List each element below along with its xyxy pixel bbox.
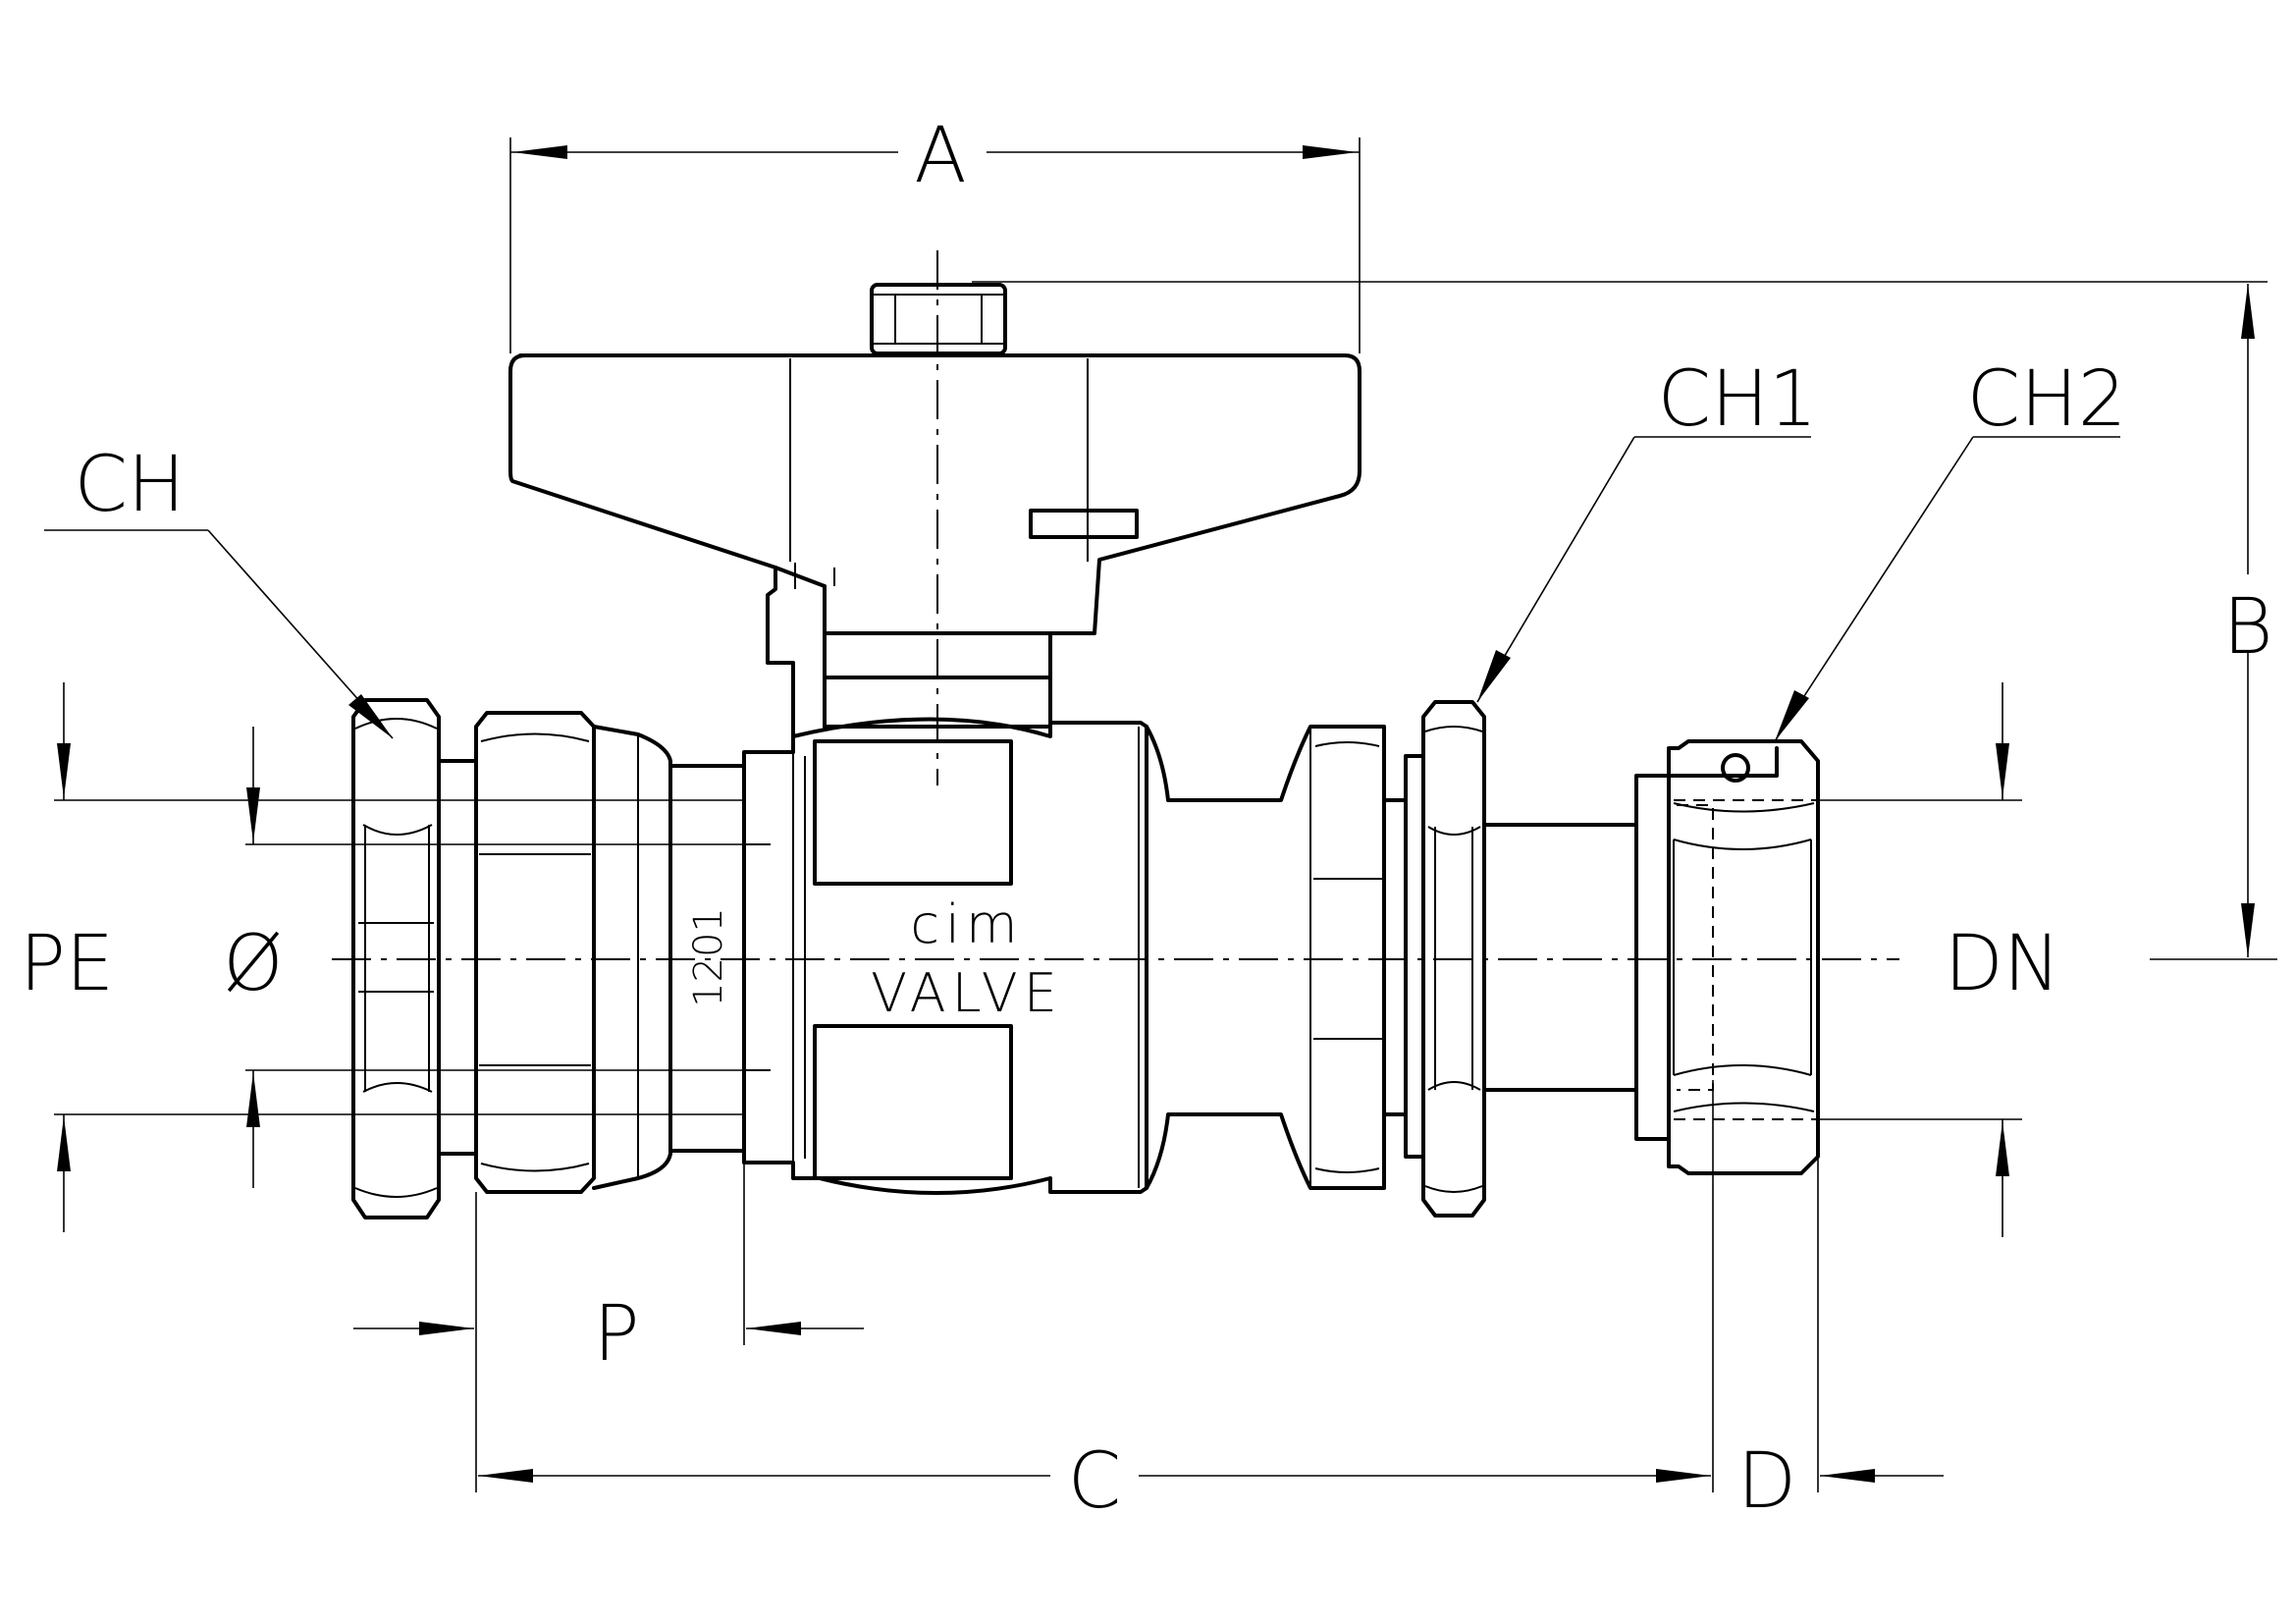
compression-fitting bbox=[1634, 739, 1820, 1175]
brand-bottom: VALVE bbox=[871, 962, 1063, 1024]
label-a: A bbox=[914, 112, 966, 200]
label-ch: CH bbox=[74, 441, 185, 529]
dimension-lines bbox=[54, 137, 2268, 1492]
label-pe: PE bbox=[20, 920, 114, 1008]
label-diameter: Ø bbox=[223, 920, 283, 1008]
label-ch1: CH1 bbox=[1658, 355, 1818, 444]
callout-text: CH CH1 CH2 bbox=[74, 355, 2126, 529]
left-body-nut bbox=[474, 711, 746, 1194]
dimension-text: A B C D P PE Ø DN bbox=[20, 112, 2273, 1526]
label-p: P bbox=[593, 1290, 639, 1379]
callout-leaders bbox=[44, 436, 2120, 742]
label-c: C bbox=[1068, 1437, 1121, 1526]
butterfly-handle bbox=[508, 283, 1362, 738]
label-dn: DN bbox=[1945, 920, 2060, 1008]
label-ch2: CH2 bbox=[1967, 355, 2127, 444]
label-b: B bbox=[2222, 583, 2272, 672]
valve-body bbox=[742, 717, 1148, 1195]
part-code: 1201 bbox=[686, 907, 731, 1007]
left-union-nut bbox=[351, 698, 478, 1219]
right-union bbox=[1145, 700, 1638, 1218]
body-markings: cim VALVE 1201 bbox=[686, 893, 1063, 1024]
label-d: D bbox=[1737, 1437, 1796, 1526]
brand-top: cim bbox=[910, 893, 1023, 955]
